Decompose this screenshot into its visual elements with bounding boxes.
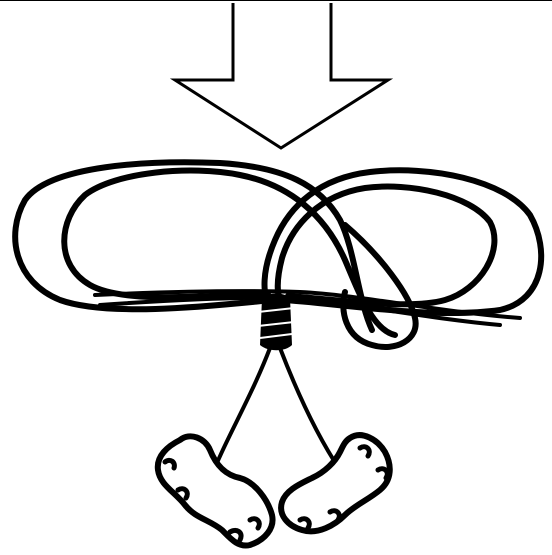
figure-eight-loop-knot-icon xyxy=(15,162,541,350)
left-frayed-end xyxy=(158,436,273,545)
right-frayed-end xyxy=(281,435,390,531)
frayed-cord-ends-icon xyxy=(158,348,390,546)
binding-wrap xyxy=(258,294,294,351)
arrow-down-outline-icon xyxy=(175,3,388,148)
